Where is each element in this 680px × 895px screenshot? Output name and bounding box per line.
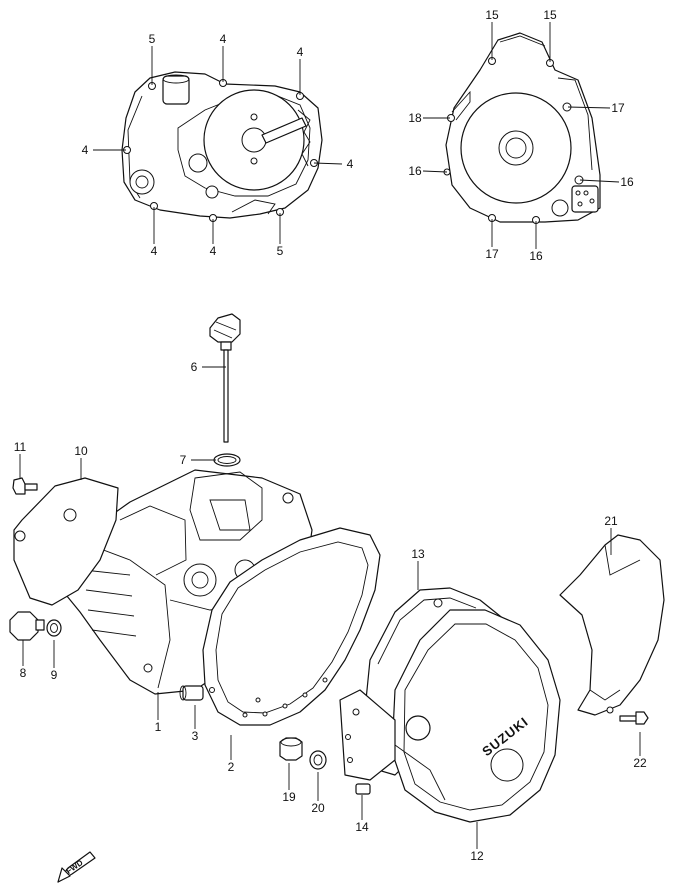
part-number-callout: 21 — [604, 514, 618, 528]
o-ring-drawing — [213, 453, 241, 467]
part-number-callout: 22 — [633, 756, 647, 770]
sprocket-cover-drawing — [559, 534, 665, 716]
leader-line — [579, 179, 620, 183]
cover-bolt-drawing — [12, 477, 38, 495]
cap-plug-drawing — [279, 737, 303, 761]
dowel-pin-drawing — [179, 685, 204, 701]
part-number-callout: 4 — [210, 244, 217, 258]
part-number-callout: 20 — [311, 801, 325, 815]
part-number-callout: 5 — [149, 32, 156, 46]
drain-gasket-drawing — [46, 619, 62, 637]
fwd-arrow-icon — [57, 851, 96, 883]
part-number-callout: 6 — [191, 360, 198, 374]
part-number-callout: 15 — [543, 8, 557, 22]
part-number-callout: 4 — [347, 157, 354, 171]
sprocket-cover-bolt-drawing — [619, 711, 649, 725]
drain-plug-drawing — [9, 611, 45, 641]
part-number-callout: 13 — [411, 547, 425, 561]
part-number-callout: 5 — [277, 244, 284, 258]
part-number-callout: 18 — [408, 111, 422, 125]
part-number-callout: 1 — [155, 720, 162, 734]
part-number-callout: 10 — [74, 444, 88, 458]
part-number-callout: 7 — [180, 453, 187, 467]
part-number-callout: 4 — [151, 244, 158, 258]
part-number-callout: 17 — [485, 247, 499, 261]
magneto-cover-gasket-strip-drawing — [339, 689, 396, 781]
oil-level-gauge-drawing — [209, 313, 241, 443]
part-number-callout: 11 — [14, 440, 27, 454]
part-number-callout: 16 — [529, 249, 543, 263]
part-number-callout: 15 — [485, 8, 499, 22]
cover-plate-drawing — [13, 477, 119, 606]
part-number-callout: 16 — [620, 175, 634, 189]
dowel-pin-small-drawing — [355, 783, 371, 795]
part-number-callout: 14 — [355, 820, 369, 834]
leader-line — [567, 106, 611, 109]
part-number-callout: 16 — [408, 164, 422, 178]
cap-gasket-drawing — [309, 750, 327, 770]
part-number-callout: 17 — [611, 101, 625, 115]
left-crankcase-cover-outline — [121, 71, 323, 222]
right-crankcase-cover-outline — [443, 32, 601, 224]
leader-lines — [19, 22, 641, 849]
part-number-callout: 12 — [470, 849, 484, 863]
part-number-callout: 19 — [282, 790, 296, 804]
crankcase-gasket-drawing — [202, 527, 381, 726]
leader-line — [313, 162, 343, 165]
leader-line — [422, 170, 448, 173]
part-number-callout: 8 — [20, 666, 27, 680]
part-number-callout: 4 — [220, 32, 227, 46]
part-number-callout: 4 — [297, 45, 304, 59]
part-number-callout: 4 — [82, 143, 89, 157]
magneto-cover-drawing — [391, 609, 561, 823]
part-number-callout: 9 — [51, 668, 58, 682]
part-number-callout: 2 — [228, 760, 235, 774]
part-number-callout: 3 — [192, 729, 199, 743]
